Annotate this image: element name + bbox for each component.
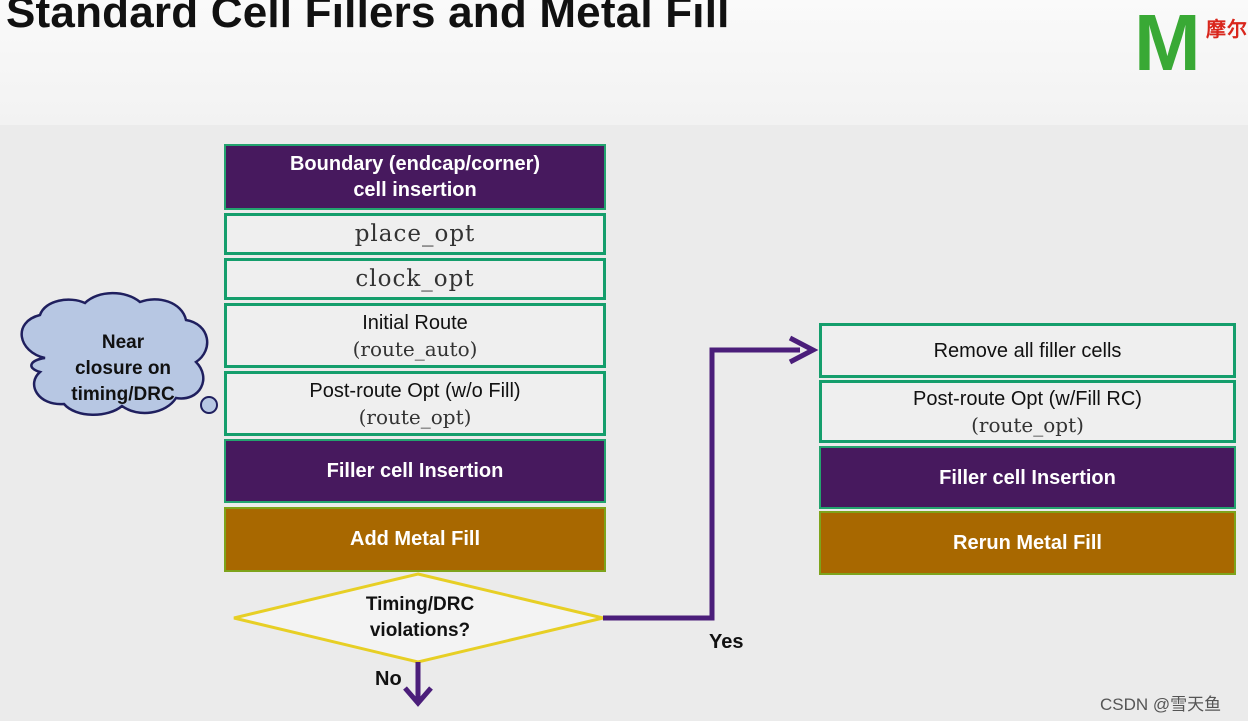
initial-route-box: Initial Route (route_auto) xyxy=(224,303,606,368)
logo-chinese: 摩尔 xyxy=(1206,19,1248,41)
filler-insertion-box: Filler cell Insertion xyxy=(224,439,606,503)
decision-line-2: violations? xyxy=(369,620,471,641)
post-route-opt-cmd: (route_opt) xyxy=(358,404,472,429)
clock-opt-label: clock_opt xyxy=(355,266,475,292)
cloud-line-3: timing/DRC xyxy=(71,384,175,405)
cloud-note: Near closure on timing/DRC xyxy=(48,330,198,408)
place-opt-box: place_opt xyxy=(224,213,606,255)
slide-title: Standard Cell Fillers and Metal Fill xyxy=(6,0,730,37)
decision-text: Timing/DRC violations? xyxy=(310,592,530,644)
add-metal-fill-box: Add Metal Fill xyxy=(224,507,606,572)
post-route-fill-rc-cmd: (route_opt) xyxy=(971,412,1084,437)
add-metal-fill-label: Add Metal Fill xyxy=(350,528,480,550)
no-label: No xyxy=(375,668,402,690)
rerun-metal-fill-box: Rerun Metal Fill xyxy=(819,511,1236,575)
initial-route-label: Initial Route xyxy=(362,311,468,334)
yes-arrowhead-icon xyxy=(788,335,819,365)
post-route-fill-rc-label: Post-route Opt (w/Fill RC) xyxy=(913,387,1142,410)
yes-arrow xyxy=(603,347,800,621)
no-arrowhead-icon xyxy=(403,686,433,707)
filler-insertion-label: Filler cell Insertion xyxy=(326,460,504,482)
boundary-line-2: cell insertion xyxy=(353,179,477,201)
remove-filler-label: Remove all filler cells xyxy=(933,339,1122,362)
boundary-cell-box: Boundary (endcap/corner) cell insertion xyxy=(224,144,606,210)
place-opt-label: place_opt xyxy=(354,221,476,247)
boundary-line-1: Boundary (endcap/corner) xyxy=(289,153,541,175)
yes-label: Yes xyxy=(709,631,744,653)
post-route-opt-box: Post-route Opt (w/o Fill) (route_opt) xyxy=(224,371,606,436)
cloud-line-1: Near xyxy=(101,332,145,353)
logo-letter: M xyxy=(1134,0,1201,87)
initial-route-cmd: (route_auto) xyxy=(352,336,478,361)
cloud-line-2: closure on xyxy=(74,358,172,379)
thought-cloud-icon xyxy=(20,291,251,423)
decision-line-1: Timing/DRC xyxy=(365,594,475,615)
clock-opt-box: clock_opt xyxy=(224,258,606,300)
rerun-metal-fill-label: Rerun Metal Fill xyxy=(953,531,1102,554)
watermark: CSDN @雪天鱼 xyxy=(1100,695,1222,714)
post-route-opt-label: Post-route Opt (w/o Fill) xyxy=(309,379,521,402)
slide-header: Standard Cell Fillers and Metal Fill M 摩… xyxy=(0,0,1248,125)
right-filler-insertion-box: Filler cell Insertion xyxy=(819,446,1236,509)
post-route-fill-rc-box: Post-route Opt (w/Fill RC) (route_opt) xyxy=(819,380,1236,443)
remove-filler-box: Remove all filler cells xyxy=(819,323,1236,378)
right-filler-insertion-label: Filler cell Insertion xyxy=(939,466,1116,489)
